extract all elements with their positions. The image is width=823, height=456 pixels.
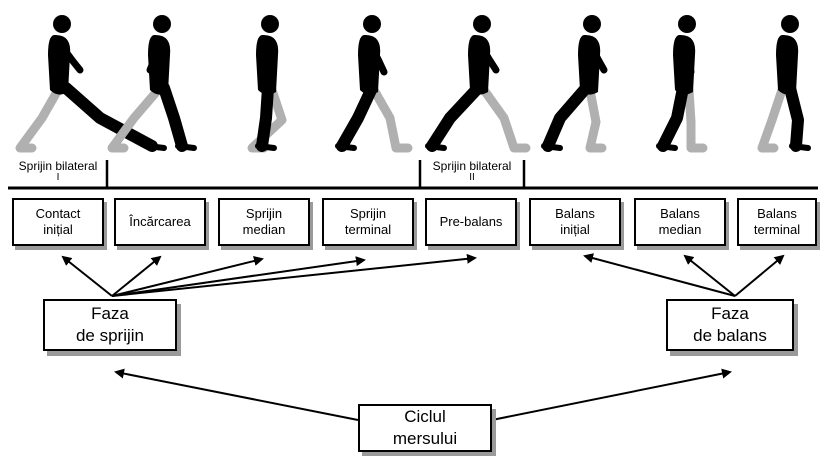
walking-figure [425,15,531,153]
leg [158,82,188,152]
head [53,15,71,33]
foot [425,143,447,151]
leg [60,82,158,152]
arrow [111,255,162,297]
foot [541,143,563,151]
bilateral-support-text: Sprijin bilateral [18,159,98,173]
ghost-leg [585,85,607,153]
walking-figure [656,15,708,153]
phase-box-pre-swing: Pre-balans [425,198,517,246]
cycle-arrows [114,368,732,421]
arrow [114,368,359,421]
arrow [111,253,477,297]
phase-box-mid-stance: Sprijin median [218,198,310,246]
head [781,15,799,33]
walking-figure [335,15,413,153]
phase-box-terminal-stance: Sprijin terminal [322,198,414,246]
arrow [111,256,366,297]
foot [656,143,678,151]
arrow [491,368,732,421]
arm [262,40,272,76]
head [678,15,696,33]
leg [336,82,378,152]
walking-figures [15,15,811,153]
arm [681,40,695,76]
swing-arrows [583,253,785,297]
arm [476,40,500,74]
arrow [583,253,736,297]
leg [784,82,804,152]
walking-figure [541,15,608,153]
head [473,15,491,33]
arrow [111,256,264,297]
bilateral-support-label-1: Sprijin bilateral I [8,160,108,183]
foot [145,143,167,151]
bilateral-support-label-2: Sprijin bilateral II [422,160,522,183]
head [583,15,601,33]
stance-arrows [61,253,477,297]
leg [426,82,484,152]
head [261,15,279,33]
bilateral-support-text: Sprijin bilateral [432,159,512,173]
swing-phase-box: Faza de balans [666,299,794,351]
phase-box-terminal-swing: Balans terminal [737,198,817,246]
arm [366,40,388,76]
leg [256,82,274,152]
phase-box-contact-initial: Contact inițial [12,198,104,246]
ghost-leg [15,85,63,153]
foot [255,143,277,151]
stance-phase-box: Faza de sprijin [43,299,177,351]
leg [542,82,592,152]
phase-box-mid-swing: Balans median [634,198,726,246]
foot [175,143,197,151]
gait-cycle-box: Ciclul mersului [358,404,492,452]
phase-box-initial-swing: Balans inițial [529,198,621,246]
head [153,15,171,33]
walking-figure [757,15,811,153]
arrow [683,254,736,297]
bilateral-support-roman: II [469,172,475,183]
walking-figure [15,15,167,153]
bilateral-support-roman: I [56,172,60,183]
arm [586,40,608,74]
walking-figure [107,15,197,153]
head [363,15,381,33]
arrow [734,254,785,297]
torso [148,34,171,95]
ghost-leg [369,85,413,153]
arrow [61,255,113,297]
walking-figure [247,15,287,153]
arm [780,40,792,76]
ghost-leg [107,85,163,153]
leg [657,82,689,152]
arm [146,40,164,74]
arm [56,40,84,74]
ghost-leg [684,85,708,153]
phase-box-loading: Încărcarea [114,198,206,246]
ghost-leg [757,85,787,153]
foot [335,143,357,151]
foot [789,143,811,151]
ghost-leg [479,85,531,153]
